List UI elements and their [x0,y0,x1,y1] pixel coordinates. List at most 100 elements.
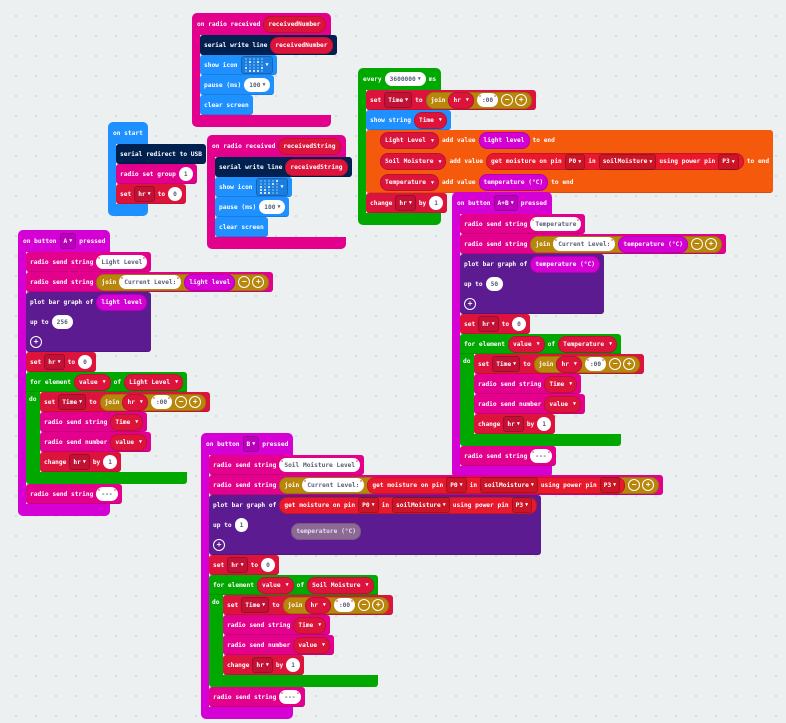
plus-icon[interactable]: + [30,336,42,348]
string-input[interactable]: --- [96,487,118,501]
show-icon-block[interactable]: show icon▼ [200,55,277,75]
dropdown-field-p0[interactable]: P0▼ [358,497,379,513]
variable-time[interactable]: Time▼ [110,413,144,431]
variable-hr[interactable]: hr▼ [122,393,148,411]
string-input[interactable]: :00 [333,598,356,612]
reporter-temperature-c[interactable]: temperature (°C) [530,255,600,273]
show-icon-block[interactable]: show icon▼ [215,177,292,197]
dropdown-field-p3[interactable]: P3▼ [718,153,739,170]
number-input[interactable]: 0 [168,187,182,201]
plus-icon[interactable]: + [623,358,636,370]
variable-soil-moisture[interactable]: Soil Moisture▼ [380,153,447,170]
variable-receivedstring[interactable]: receivedString [285,158,348,176]
reporter-temperature-c[interactable]: temperature (°C) [618,235,689,253]
plus-icon[interactable]: + [252,276,265,288]
dropdown-field-time[interactable]: Time▼ [241,597,270,613]
arrow-icon[interactable]: ▼ [255,178,288,196]
number-input[interactable]: 1 [178,167,193,181]
pause-ms-block[interactable]: pause (ms)100▼ [215,197,290,217]
plus-icon[interactable]: + [189,396,202,408]
minus-icon[interactable]: − [175,396,188,408]
plus-icon[interactable]: + [642,479,655,491]
dropdown-field-p3[interactable]: P3▼ [511,497,533,513]
reporter-temperature-c[interactable]: temperature (°C) [478,174,549,191]
variable-light-level[interactable]: Light Level▼ [124,373,184,391]
number-input[interactable]: 0 [261,558,275,572]
plus-icon[interactable]: + [464,298,476,310]
minus-icon[interactable]: − [501,94,514,106]
dropdown-field-hr[interactable]: hr▼ [395,195,416,211]
string-input[interactable]: :00 [476,93,499,107]
variable-receivednumber[interactable]: receivedNumber [270,36,333,54]
plus-icon[interactable]: + [372,599,385,611]
plus-icon[interactable]: + [515,94,528,106]
variable-time[interactable]: Time▼ [413,111,447,129]
pause-ms-block[interactable]: pause (ms)100▼ [200,75,275,95]
variable-temperature[interactable]: Temperature▼ [380,174,439,191]
dropdown-field-time[interactable]: Time▼ [58,394,87,410]
variable-hr[interactable]: hr▼ [448,91,474,109]
dropdown-field-hr[interactable]: hr▼ [252,657,273,673]
variable-time[interactable]: Time▼ [544,375,578,393]
variable-hr[interactable]: hr▼ [556,355,582,373]
number-input[interactable]: 0 [78,355,92,369]
dropdown-field-soilmoisture[interactable]: soilMoisture▼ [392,497,450,513]
string-input[interactable]: Temperature [530,217,582,231]
string-input[interactable]: Soil Moisture Level [279,458,361,472]
disabled-reporter-temperature-c[interactable]: temperature (°C) [291,522,361,540]
dropdown-field-hr[interactable]: hr▼ [69,454,90,470]
dropdown-field-hr[interactable]: hr▼ [44,354,65,370]
dropdown-field-hr[interactable]: hr▼ [478,316,499,332]
string-input[interactable]: --- [279,690,301,704]
clear-screen-block[interactable]: clear screen [200,95,253,115]
variable-value[interactable]: value▼ [544,395,581,413]
radio-send-string-block[interactable]: radio send string--- [460,446,556,466]
variable-value[interactable]: value▼ [73,373,111,391]
dropdown-field-b[interactable]: B▼ [242,436,260,452]
variable-light-level[interactable]: Light Level▼ [380,132,439,149]
number-input[interactable]: 100▼ [259,200,286,214]
variable-value[interactable]: value▼ [110,433,147,451]
plus-icon[interactable]: + [705,238,718,250]
number-input[interactable]: 1 [286,658,301,672]
dropdown-field-hr[interactable]: hr▼ [227,557,248,573]
variable-temperature[interactable]: Temperature▼ [558,335,618,353]
dropdown-field-soilmoisture[interactable]: soilMoisture▼ [480,477,538,493]
number-input[interactable]: 1 [103,455,118,469]
